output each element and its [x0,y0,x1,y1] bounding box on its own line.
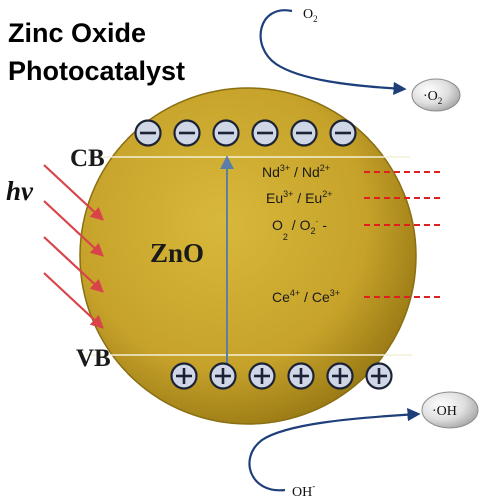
title-line-1: Zinc Oxide [8,18,146,48]
hole-row [170,362,393,390]
top-reactant-o2: O2 [303,7,318,24]
zno-particle-sphere [79,87,417,425]
hole [287,362,315,390]
vb-label: VB [76,345,111,372]
hole [209,362,237,390]
energy-level-label: Eu3+ / Eu2+ [266,189,332,206]
light-arrow [43,236,104,293]
electron [212,119,240,147]
title-line-2: Photocatalyst [8,56,185,86]
energy-level-label: O2 / O2· - [272,216,327,242]
light-arrow [43,272,104,329]
energy-level-label: Ce4+ / Ce3+ [272,288,340,305]
superoxide-bubble [411,78,461,112]
bottom-reaction-curve [248,408,421,492]
electron [134,119,162,147]
electron [173,119,201,147]
electron [329,119,357,147]
material-label: ZnO [150,238,204,268]
electron [251,119,279,147]
electron [290,119,318,147]
hole [326,362,354,390]
cb-label: CB [70,145,105,172]
hole [170,362,198,390]
energy-level-label: Nd3+ / Nd2+ [262,163,330,180]
bottom-product-hydroxyl: ·OH [432,404,457,419]
hole [248,362,276,390]
top-reaction-curve [259,9,407,96]
light-arrow [43,164,104,221]
light-arrow [43,200,104,257]
photon-hv-label: hv [6,176,34,206]
incident-light-arrows [43,164,104,329]
bottom-reactant-oh: OH- [292,481,315,500]
hole [365,362,393,390]
electron-row [134,119,357,147]
top-product-superoxide: ·O2 [423,89,442,106]
energy-levels: Nd3+ / Nd2+ Eu3+ / Eu2+ O2 / O2· - Ce4+ / C… [262,163,440,305]
hydroxyl-bubble [421,391,479,429]
